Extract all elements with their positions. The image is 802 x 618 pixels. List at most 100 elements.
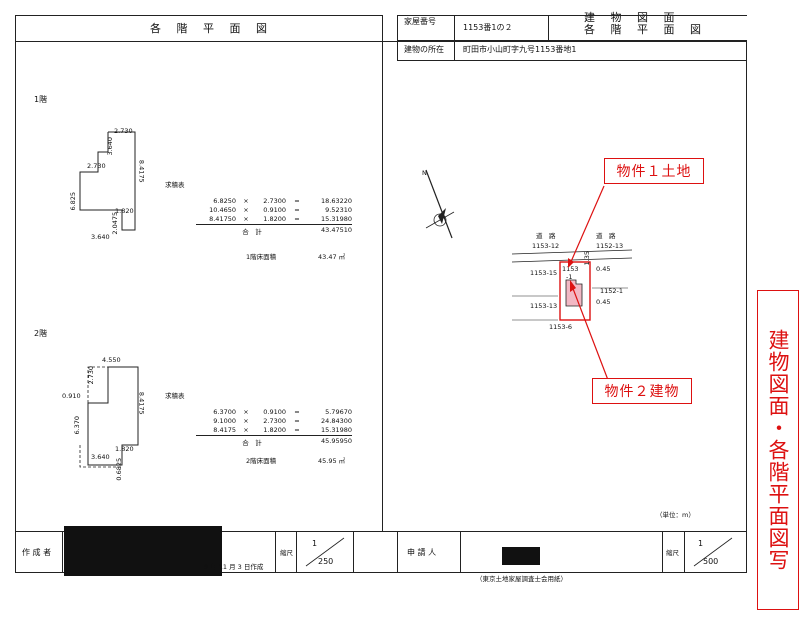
footer-div-scale-left2	[296, 531, 297, 573]
scale-right-slash	[693, 537, 733, 567]
floor2-label: 2階	[34, 329, 48, 338]
lot-1153-15: 1153-15	[530, 269, 558, 277]
floor1-dim-notch: 1.820	[115, 207, 134, 215]
floor1-plan	[79, 131, 136, 231]
offset-bottom: 0.45	[596, 298, 611, 306]
f1-r3-r: 15.31980	[320, 215, 352, 223]
redacted-applicant	[502, 547, 540, 565]
f2-r1-op: ×	[243, 408, 249, 416]
lot-1152-13: 1152-13	[596, 242, 624, 250]
f1-r1-b: 2.7300	[263, 197, 286, 205]
floor1-area-label: 1階床面積	[246, 253, 277, 261]
footer-div-author	[62, 531, 63, 573]
floor1-label: 1階	[34, 95, 48, 104]
f2-r3-a: 8.4175	[213, 426, 236, 434]
side-title: 建物図面・各階平面図写	[757, 290, 799, 610]
lot-1153-main-sub: -1	[566, 273, 573, 281]
floor1-area-value: 43.47 ㎡	[318, 253, 346, 261]
floor2-area-label: 2階床面積	[246, 457, 277, 465]
f1-r3-op: ×	[243, 215, 249, 223]
f2-r2-a: 9.1000	[213, 417, 236, 425]
author-label: 作 成 者	[22, 548, 52, 557]
floor1-table-label: 求積表	[165, 181, 185, 189]
house-number-label: 家屋番号	[404, 17, 436, 26]
f1-r1-op: ×	[243, 197, 249, 205]
sheet-frame	[15, 41, 747, 573]
location-value: 町田市小山町字九号1153番地1	[463, 45, 577, 54]
floor1-calc-table: 6.8250 × 2.7300 = 18.63220 10.4650 × 0.9100 = 9.…	[196, 197, 352, 236]
redacted-author	[64, 526, 222, 576]
lot-1153-6: 1153-6	[549, 323, 573, 331]
f1-r2-b: 0.9100	[263, 206, 286, 214]
f2-r2-b: 2.7300	[263, 417, 286, 425]
f2-r2-r: 24.84300	[320, 417, 352, 425]
floor2-dim-notch-h: 0.6825	[115, 457, 124, 481]
floor2-plan	[79, 366, 139, 468]
floor1-dim-top: 2.730	[114, 127, 133, 135]
f1-r2-a: 10.4650	[209, 206, 236, 214]
scale-left-top: 1	[312, 539, 318, 548]
lot-1152-1: 1152-1	[600, 287, 624, 295]
f2-r3-op: ×	[243, 426, 249, 434]
f2-total-value: 45.95950	[320, 437, 352, 445]
f2-r1-r: 5.79670	[325, 408, 352, 416]
floor1-dim-bottom: 3.640	[91, 233, 110, 241]
floor2-dim-left-step: 0.910	[62, 392, 81, 400]
f1-r2-r: 9.52310	[325, 206, 352, 214]
f2-r3-r: 15.31980	[320, 426, 352, 434]
f2-r1-b: 0.9100	[263, 408, 286, 416]
scale-right-bottom: 500	[703, 557, 719, 566]
north-label: N	[422, 169, 427, 177]
road-label-1: 道 路	[536, 232, 556, 240]
f1-r3-b: 1.8200	[263, 215, 286, 223]
house-number-divider	[454, 15, 455, 60]
callout-property-building: 物件２建物	[592, 378, 692, 404]
f1-r2-op: ×	[243, 206, 249, 214]
right-title-1: 建 物 図 面	[584, 11, 681, 24]
floor2-dim-left: 6.370	[73, 415, 82, 435]
lot-1153-12: 1153-12	[532, 242, 560, 250]
f2-total-label: 合 計	[242, 439, 262, 447]
road-label-2: 道 路	[596, 232, 616, 240]
f1-r2-eq: =	[294, 206, 300, 214]
f2-r1-a: 6.3700	[213, 408, 236, 416]
floor2-table-label: 求積表	[165, 392, 185, 400]
f1-r3-a: 8.41750	[209, 215, 236, 223]
f1-r1-a: 6.8250	[213, 197, 236, 205]
floor1-dim-mid: 2.730	[87, 162, 106, 170]
f2-r3-eq: =	[294, 426, 300, 434]
right-title-2: 各 階 平 面 図	[584, 23, 707, 36]
floor2-dim-notch: 1.820	[115, 445, 134, 453]
footer-line	[15, 531, 747, 532]
location-cell	[397, 40, 747, 61]
scale-label-left: 縮尺	[280, 549, 293, 557]
floor2-dim-top: 4.550	[102, 356, 121, 364]
f2-r3-b: 1.8200	[263, 426, 286, 434]
f1-r1-r: 18.63220	[320, 197, 352, 205]
left-title: 各 階 平 面 図	[150, 22, 273, 35]
f1-total-value: 43.47510	[320, 226, 352, 234]
floor2-dim-right: 8.4175	[137, 391, 146, 415]
floor1-dim-step: 3.640	[106, 136, 115, 156]
footer-div-scale-right2	[684, 531, 685, 573]
f2-r1-eq: =	[294, 408, 300, 416]
scale-right-top: 1	[698, 539, 704, 548]
f1-r3-eq: =	[294, 215, 300, 223]
unit-note: （単位：m）	[656, 511, 695, 519]
offset-top: 0.45	[596, 265, 611, 273]
floor1-dim-notch-h: 2.0475	[111, 211, 120, 235]
scale-left-bottom: 250	[318, 557, 334, 566]
callout-arrows	[568, 185, 609, 381]
floor2-calc-table: 6.3700 × 0.9100 = 5.79670 9.1000 × 2.7300 = 24.8…	[196, 408, 352, 447]
top-line-left-v2	[382, 15, 383, 42]
f1-total-label: 合 計	[242, 228, 262, 236]
house-number-value: 1153番1の２	[463, 23, 513, 32]
lot-1153-main: 1153	[562, 265, 579, 273]
footer-div-mid	[353, 531, 354, 573]
f1-r1-eq: =	[294, 197, 300, 205]
floor2-area-value: 45.95 ㎡	[318, 457, 346, 465]
footer-div-mid2	[397, 531, 398, 573]
scale-left-slash	[305, 537, 345, 567]
floor1-dim-left: 6.825	[69, 191, 78, 211]
location-label: 建物の所在	[404, 45, 444, 54]
